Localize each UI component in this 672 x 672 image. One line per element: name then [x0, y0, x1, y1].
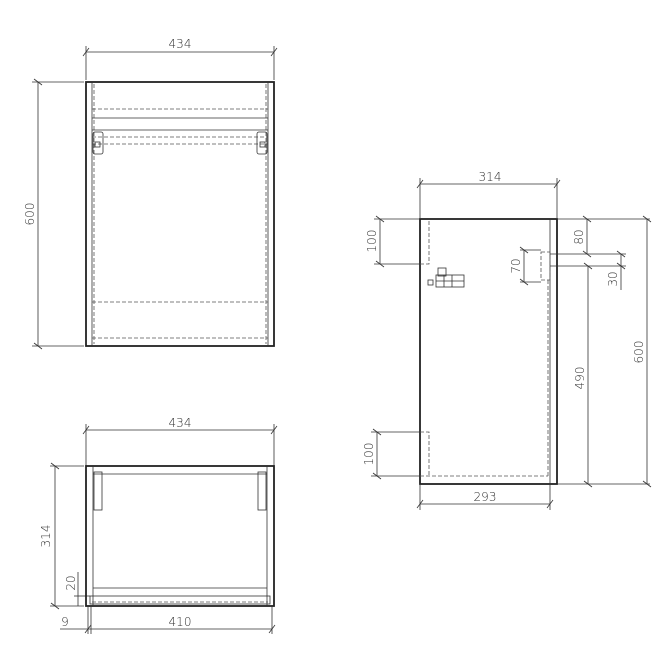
side-depth-label: 314 [479, 170, 502, 184]
total-height-label: 600 [632, 341, 646, 364]
front-offset-label: 20 [64, 575, 78, 590]
notch-height-label: 70 [509, 258, 523, 273]
hinge-screw-icon [259, 141, 266, 148]
hinge-icon [92, 131, 104, 155]
side-thickness-label: 9 [61, 615, 69, 629]
top-offset-label: 80 [572, 229, 586, 244]
front-width-label: 434 [169, 37, 192, 51]
top-width-label: 434 [169, 416, 192, 430]
hinge-icon [256, 131, 268, 155]
inner-width-label: 410 [169, 615, 192, 629]
bottom-depth-label: 293 [474, 490, 497, 504]
hinge-icon [257, 471, 267, 511]
top-rail-label: 100 [365, 230, 379, 253]
lower-height-label: 490 [573, 367, 587, 390]
bottom-rail-label: 100 [362, 443, 376, 466]
gap-label: 30 [606, 271, 620, 286]
hinge-icon [93, 471, 103, 511]
front-view: 434 600 [23, 37, 278, 350]
top-view: 434 314 20 9 410 [39, 416, 278, 634]
hinge-screw-icon [94, 141, 101, 148]
side-view: 314 100 100 70 [362, 170, 652, 510]
top-depth-label: 314 [39, 525, 53, 548]
hinge-icon [427, 267, 465, 288]
front-height-label: 600 [23, 203, 37, 226]
